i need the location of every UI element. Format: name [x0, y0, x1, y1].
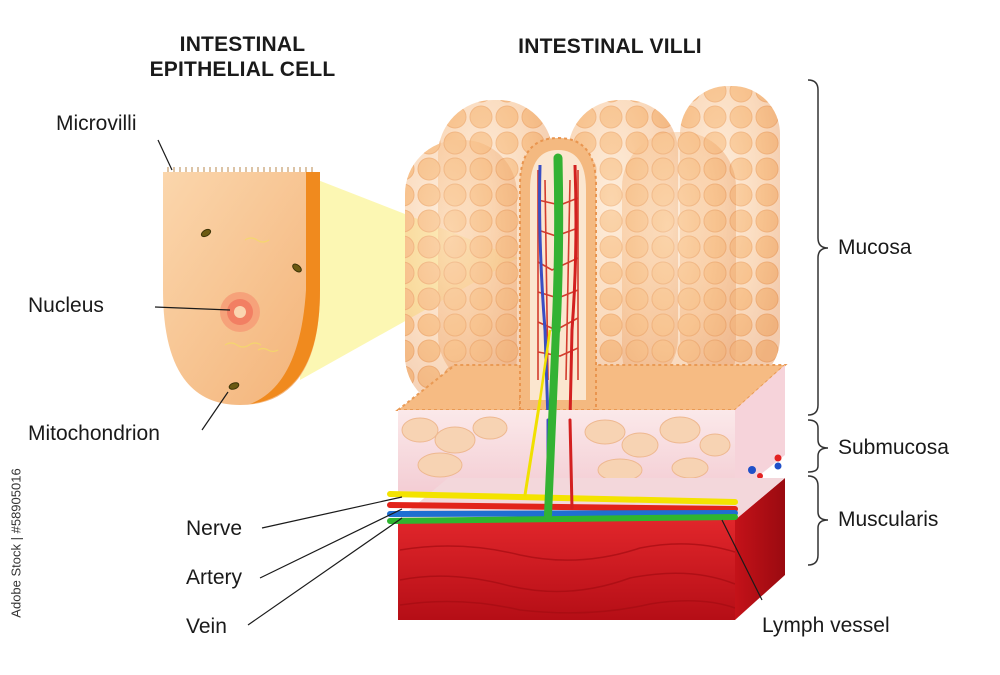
epithelial-cell-title-line1: INTESTINAL	[179, 33, 306, 56]
lymph-vessel	[387, 514, 738, 524]
villi-block	[387, 86, 788, 620]
nucleus-label: Nucleus	[28, 294, 104, 317]
artery-leader	[259, 508, 403, 579]
microvilli-leader	[157, 139, 173, 171]
villus-front-left	[405, 140, 517, 410]
cell-organelles	[224, 237, 279, 353]
submucosa-brace	[807, 419, 829, 473]
stock-watermark: Adobe Stock | #58905016	[8, 448, 24, 638]
vessel-bundle	[387, 326, 738, 524]
sectioned-villus	[519, 136, 597, 421]
artery-vessel	[387, 502, 738, 512]
mucosa-brace	[807, 79, 829, 416]
submucosa-side	[735, 365, 785, 495]
villi-title: INTESTINAL VILLI	[518, 35, 702, 58]
nucleus-leader	[154, 306, 231, 311]
lymph-vessel-leader	[721, 519, 763, 601]
epithelial-cell	[163, 167, 320, 405]
nucleus	[220, 292, 260, 332]
leader-lines	[154, 139, 763, 626]
mitochondrion-leader	[201, 391, 229, 431]
mucosa-label: Mucosa	[838, 236, 912, 259]
microvilli-brush	[167, 167, 313, 172]
nerve-vessel	[387, 491, 738, 505]
epithelial-cell-title: INTESTINAL EPITHELIAL CELL	[140, 32, 345, 82]
stock-watermark-text: Adobe Stock | #58905016	[8, 468, 24, 618]
muscularis-front	[398, 520, 735, 620]
artery-label: Artery	[186, 566, 243, 589]
mitochondria	[200, 228, 302, 390]
lymph-vessel-label: Lymph vessel	[762, 614, 890, 637]
submucosa-cells	[401, 416, 731, 482]
villus-front-right	[622, 132, 736, 407]
nerve-label: Nerve	[186, 517, 243, 540]
submucosa-label: Submucosa	[838, 436, 949, 459]
epithelial-cell-title-line2: EPITHELIAL CELL	[149, 58, 336, 81]
muscle-fibers	[399, 543, 736, 614]
muscularis-label: Muscularis	[838, 508, 939, 531]
cell-membrane-edge	[250, 172, 320, 404]
muscularis-side	[735, 478, 785, 620]
vein-vessel	[387, 510, 738, 517]
cell-body	[163, 172, 320, 405]
vein-leader	[247, 517, 403, 626]
microvilli-label: Microvilli	[56, 112, 137, 135]
vein-label: Vein	[186, 615, 227, 638]
mitochondrion-label: Mitochondrion	[28, 422, 160, 445]
nerve-leader	[261, 496, 403, 529]
layer-braces	[807, 79, 829, 566]
muscularis-brace	[807, 475, 829, 566]
